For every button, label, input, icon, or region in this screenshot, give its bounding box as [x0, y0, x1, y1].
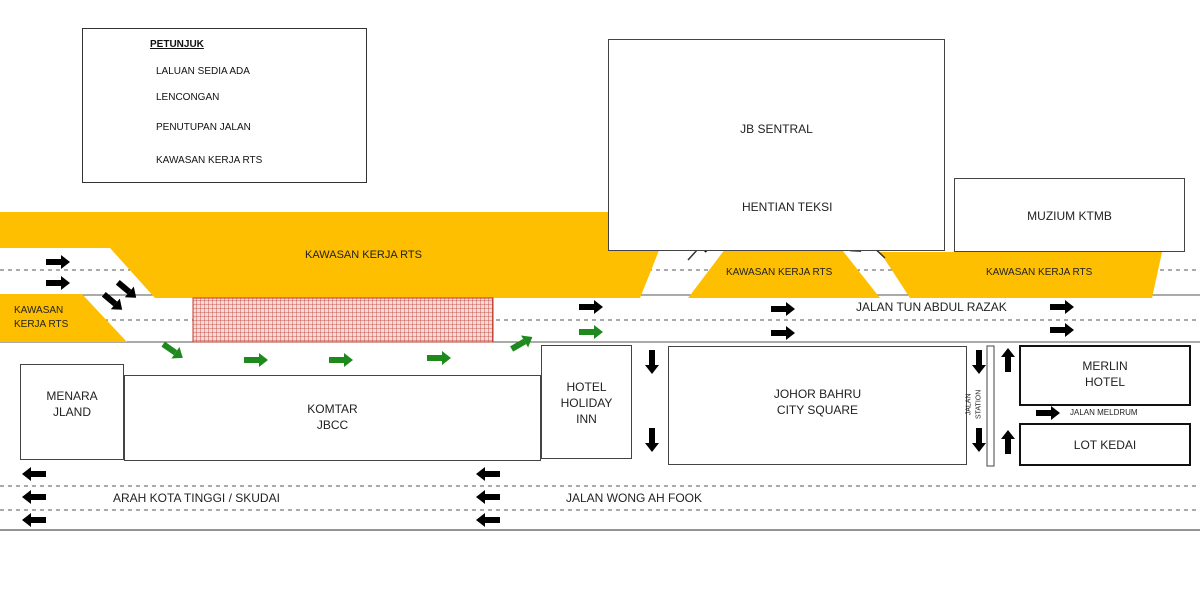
hotel-label-line2: HOLIDAY	[560, 396, 613, 410]
arah-kota-tinggi-label: ARAH KOTA TINGGI / SKUDAI	[113, 491, 280, 505]
existing-arrow	[99, 288, 127, 316]
detour-arrow	[579, 325, 603, 339]
jalan-meldrum-label: JALAN MELDRUM	[1070, 408, 1138, 417]
detour-arrow	[244, 353, 268, 367]
work-zone-left-label-line2: KERJA RTS	[14, 319, 69, 330]
work-zone-right-label: KAWASAN KERJA RTS	[986, 267, 1093, 278]
jalan-wong-ah-fook-label: JALAN WONG AH FOOK	[566, 491, 703, 505]
jb-city-square-building: JOHOR BAHRU CITY SQUARE	[668, 346, 967, 465]
existing-arrow	[1001, 430, 1015, 454]
detour-arrow	[508, 330, 536, 356]
existing-arrow	[476, 490, 500, 504]
merlin-hotel-building: MERLIN HOTEL	[1019, 345, 1191, 406]
komtar-label-line1: KOMTAR	[307, 402, 358, 416]
hotel-label-line3: INN	[576, 412, 597, 426]
legend: PETUNJUK LALUAN SEDIA ADA LENCONGAN PENU…	[82, 28, 367, 183]
muzium-ktmb-building: MUZIUM KTMB	[954, 178, 1185, 252]
work-zones	[0, 212, 1162, 342]
komtar-jbcc-building: KOMTAR JBCC	[124, 375, 541, 461]
merlin-label-line2: HOTEL	[1084, 375, 1125, 389]
legend-label-detour: LENCONGAN	[156, 92, 220, 103]
existing-arrow	[1050, 300, 1074, 314]
city-square-label-line1: JOHOR BAHRU	[773, 387, 862, 401]
road-closure-area	[192, 297, 494, 343]
legend-label-existing-route: LALUAN SEDIA ADA	[156, 66, 250, 77]
existing-arrow	[22, 467, 46, 481]
existing-arrow	[22, 490, 46, 504]
existing-arrow	[476, 467, 500, 481]
existing-arrow	[46, 276, 70, 290]
existing-arrow	[1050, 323, 1074, 337]
existing-arrow	[645, 350, 659, 374]
work-zone-left-label-line1: KAWASAN	[14, 305, 64, 316]
detour-arrow	[427, 351, 451, 365]
existing-arrow	[113, 276, 141, 304]
existing-arrow	[645, 428, 659, 452]
jalan-station-label-line2: STATION	[975, 389, 983, 420]
jb-sentral-label: JB SENTRAL	[740, 122, 813, 136]
work-zone-main	[0, 212, 660, 298]
existing-arrow	[1036, 406, 1060, 420]
existing-arrow	[1001, 348, 1015, 372]
hotel-holiday-inn-building: HOTEL HOLIDAY INN	[541, 345, 632, 459]
menara-jland-label-line2: JLAND	[52, 405, 91, 419]
muzium-ktmb-label: MUZIUM KTMB	[1027, 209, 1112, 223]
existing-arrow	[579, 300, 603, 314]
existing-arrow	[972, 350, 986, 374]
work-zone-center-label: KAWASAN KERJA RTS	[726, 267, 833, 278]
menara-jland-label-line1: MENARA	[46, 389, 98, 403]
jb-sentral-building: JB SENTRAL	[608, 39, 945, 251]
menara-jland-building: MENARA JLAND	[20, 364, 124, 460]
lot-kedai-label: LOT KEDAI	[1073, 438, 1137, 452]
city-square-label-line2: CITY SQUARE	[776, 403, 859, 417]
existing-arrow	[771, 326, 795, 340]
existing-arrow	[22, 513, 46, 527]
existing-arrow	[972, 428, 986, 452]
legend-label-road-closure: PENUTUPAN JALAN	[156, 122, 251, 133]
hotel-label-line1: HOTEL	[566, 380, 607, 394]
legend-title: PETUNJUK	[150, 39, 204, 50]
lot-kedai-building: LOT KEDAI	[1019, 423, 1191, 466]
detour-arrow	[329, 353, 353, 367]
existing-arrow	[476, 513, 500, 527]
jalan-station-label-line1: JALAN	[965, 393, 973, 416]
jalan-station-strip	[986, 345, 995, 467]
komtar-label-line2: JBCC	[316, 418, 349, 432]
jalan-tun-abdul-razak-label: JALAN TUN ABDUL RAZAK	[856, 300, 1007, 314]
work-zone-left	[0, 294, 127, 342]
work-zone-right	[880, 252, 1162, 298]
hentian-teksi-label: HENTIAN TEKSI	[742, 200, 833, 214]
legend-label-work-zone: KAWASAN KERJA RTS	[156, 155, 263, 166]
work-zone-main-label: KAWASAN KERJA RTS	[305, 249, 422, 261]
existing-arrow	[771, 302, 795, 316]
merlin-label-line1: MERLIN	[1082, 359, 1128, 373]
existing-arrow	[46, 255, 70, 269]
